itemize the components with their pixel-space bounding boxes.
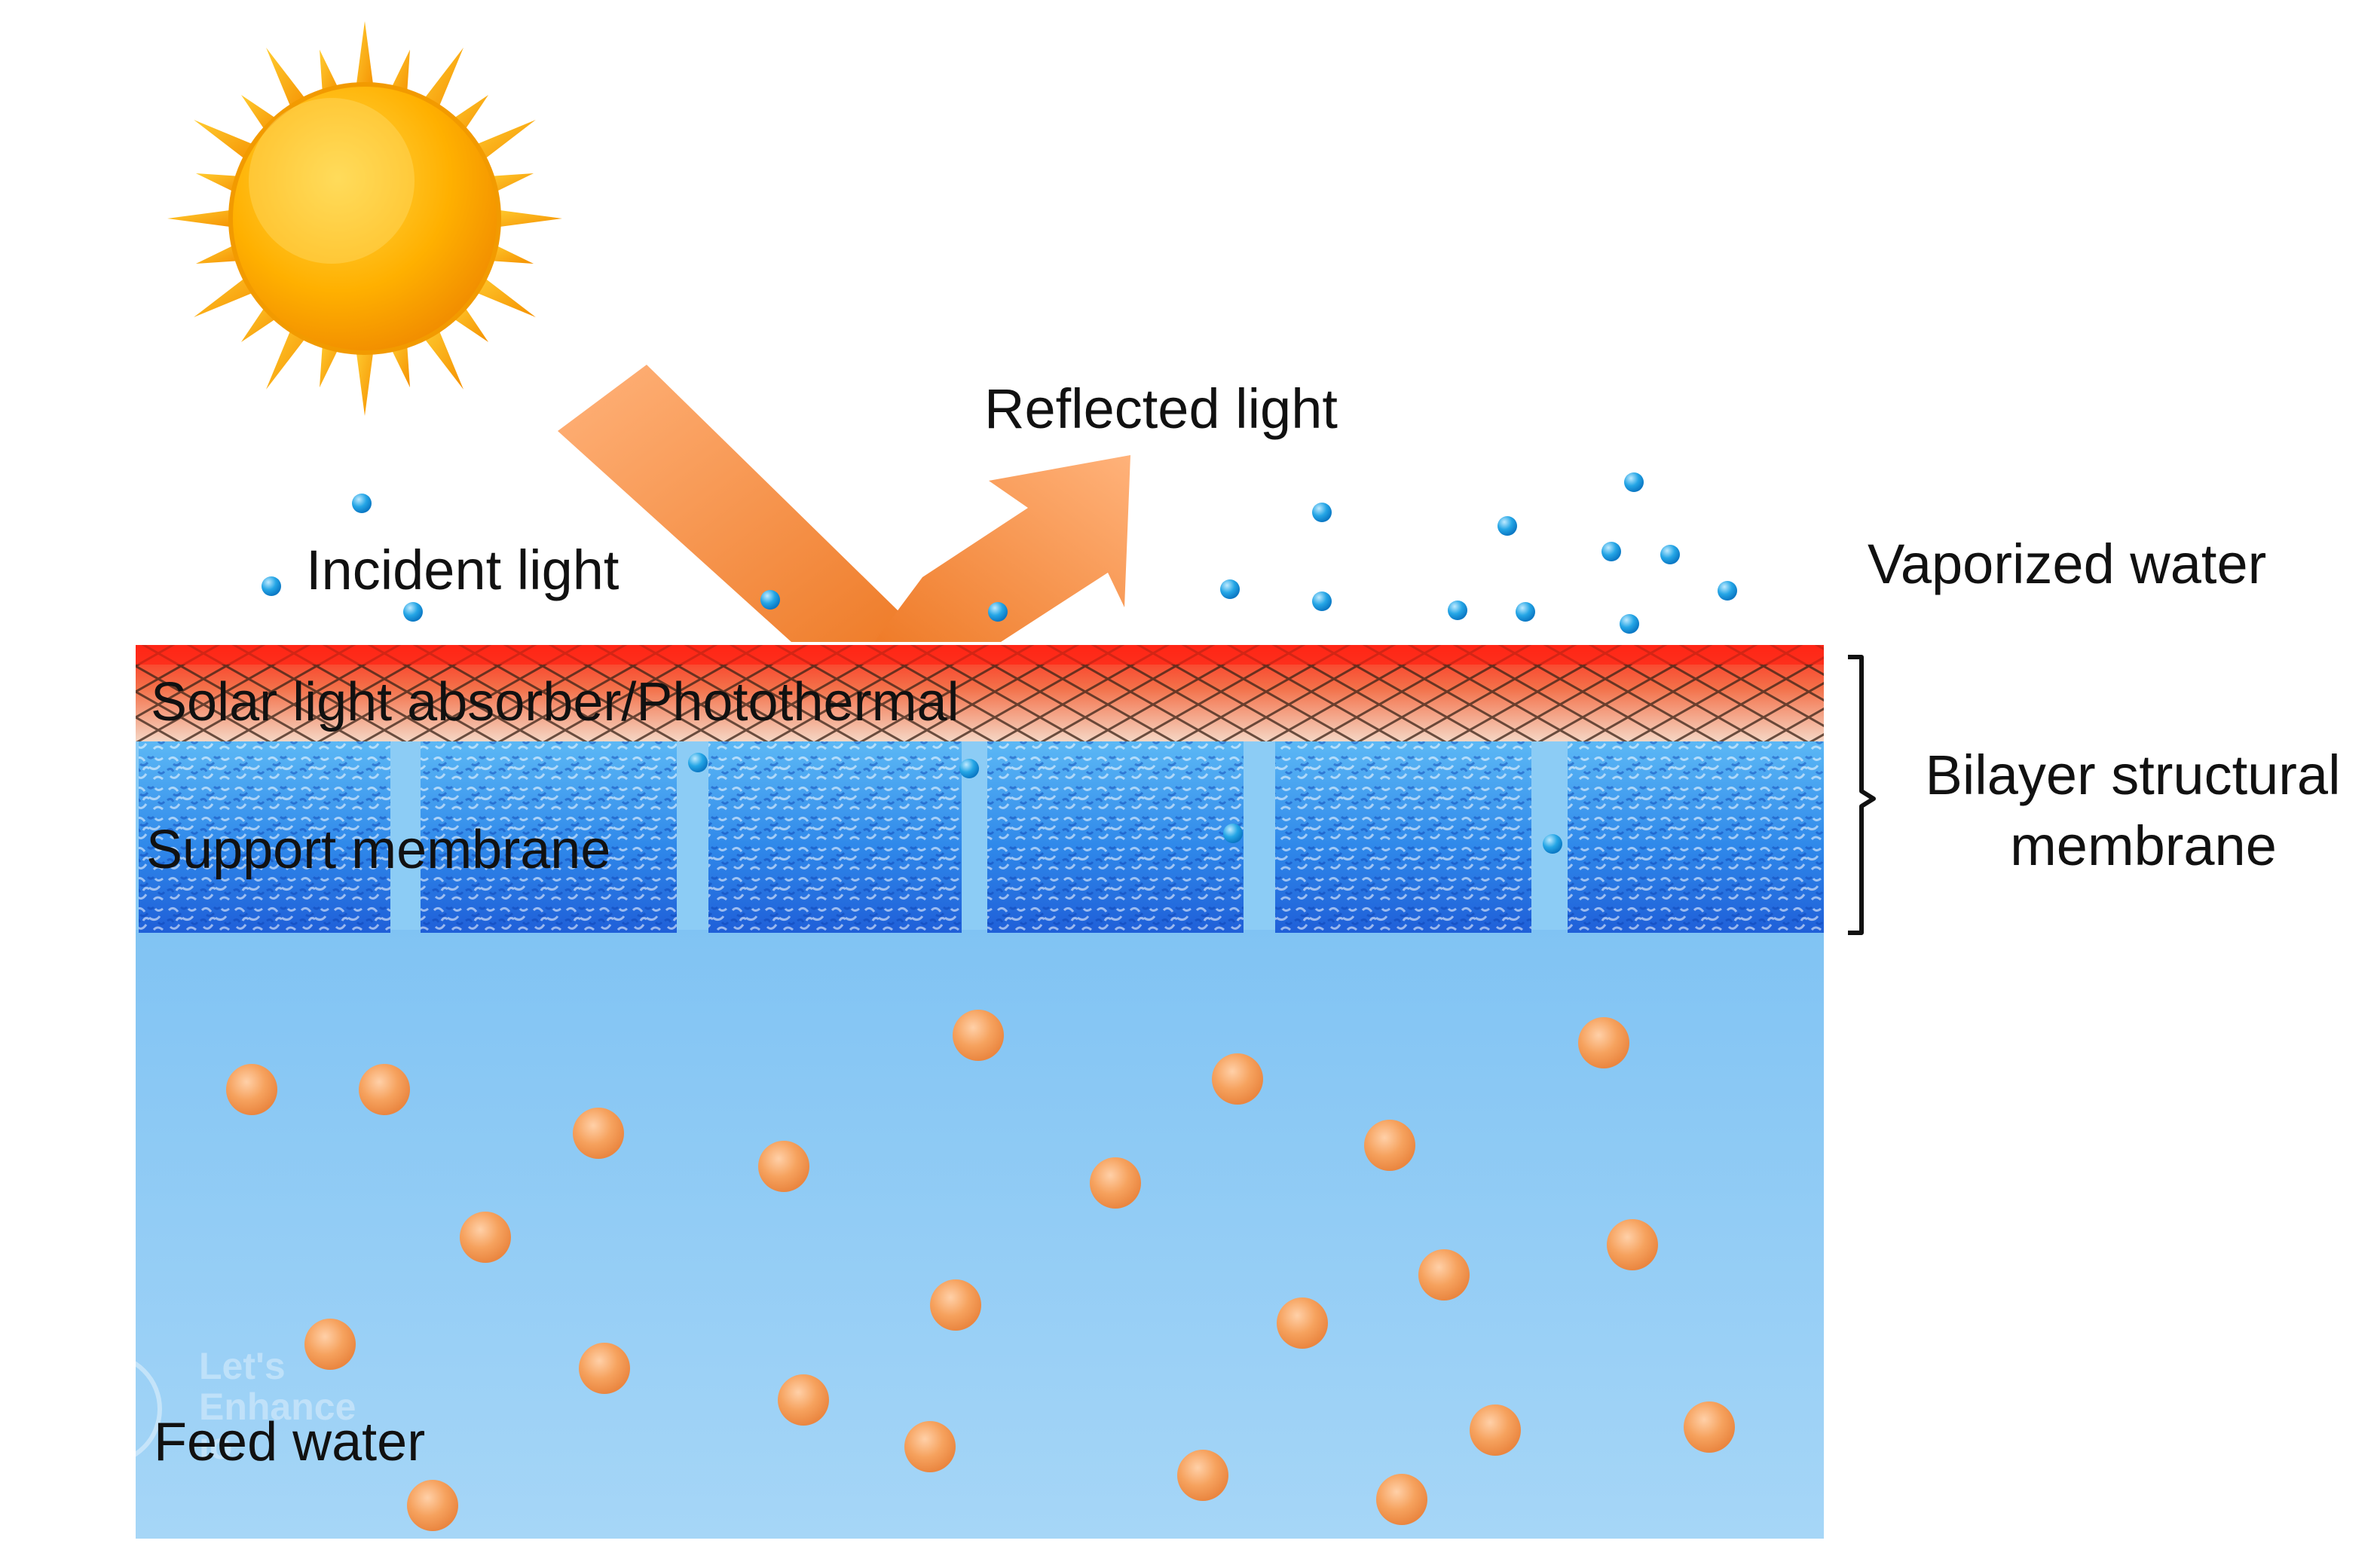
membrane-fiber-texture — [1568, 741, 1824, 933]
membrane-fiber-texture — [708, 741, 962, 933]
water-droplet-icon — [1601, 542, 1621, 561]
salt-particle-icon — [1277, 1297, 1328, 1349]
water-droplet-icon — [352, 494, 372, 513]
sun-ray — [470, 274, 536, 317]
incident-light-label: Incident light — [306, 539, 619, 601]
svg-text:Enhance: Enhance — [199, 1386, 356, 1428]
sun-ray — [266, 47, 309, 113]
membrane-fiber-texture — [987, 741, 1244, 933]
sun-icon — [167, 21, 562, 416]
salt-particles — [226, 1010, 1735, 1531]
water-droplet-icon — [1543, 834, 1562, 854]
salt-particle-icon — [460, 1212, 511, 1263]
water-droplet-icon — [1220, 579, 1240, 599]
salt-particle-icon — [1364, 1120, 1415, 1171]
svg-text:io: io — [199, 1425, 232, 1467]
water-droplet-icon — [1624, 472, 1644, 492]
water-droplet-icon — [403, 602, 423, 622]
sun-ray — [194, 120, 259, 163]
water-droplet-icon — [1223, 824, 1243, 843]
svg-text:Let's: Let's — [199, 1345, 286, 1387]
water-droplet-icon — [1448, 601, 1467, 620]
sun-ray — [355, 21, 375, 91]
salt-particle-icon — [304, 1319, 356, 1370]
vapor-droplets — [262, 472, 1737, 854]
bracket-icon — [1848, 655, 1876, 935]
salt-particle-icon — [1177, 1450, 1228, 1501]
water-droplet-icon — [1620, 614, 1639, 634]
salt-particle-icon — [1418, 1249, 1470, 1301]
salt-particle-icon — [226, 1064, 277, 1115]
water-droplet-icon — [1312, 591, 1332, 611]
sun-ray — [492, 209, 562, 228]
membrane-fiber-texture — [139, 741, 390, 933]
absorber-layer-label: Solar light absorber/Photothermal — [151, 672, 959, 732]
salt-particle-icon — [579, 1343, 630, 1394]
water-droplet-icon — [1497, 516, 1517, 536]
salt-particle-icon — [1607, 1219, 1658, 1270]
incident-light-arrow — [558, 365, 930, 642]
sun-ray — [421, 324, 463, 390]
vaporized-water-label: Vaporized water — [1868, 533, 2266, 595]
salt-particle-icon — [1470, 1404, 1521, 1456]
bilayer-membrane-label-line1: Bilayer structural — [1925, 744, 2340, 806]
membrane-fiber-texture — [421, 741, 677, 933]
salt-particle-icon — [930, 1279, 981, 1331]
salt-particle-icon — [778, 1374, 829, 1426]
sun-ray — [470, 120, 536, 163]
salt-particle-icon — [1578, 1017, 1629, 1068]
water-droplet-icon — [688, 753, 708, 772]
water-droplet-icon — [262, 576, 281, 596]
water-droplet-icon — [959, 759, 979, 778]
salt-particle-icon — [1212, 1053, 1263, 1105]
salt-particle-icon — [758, 1141, 809, 1192]
salt-particle-icon — [1684, 1401, 1735, 1453]
sun-ray — [167, 209, 237, 228]
bilayer-membrane-label-line2: membrane — [2010, 815, 2277, 877]
water-droplet-icon — [760, 590, 780, 610]
feed-water-label: Feed water — [154, 1412, 425, 1472]
water-droplet-icon — [988, 602, 1008, 622]
sun-ray — [421, 47, 463, 113]
salt-particle-icon — [359, 1064, 410, 1115]
water-droplet-icon — [1718, 581, 1737, 601]
support-membrane-label: Support membrane — [146, 820, 610, 880]
salt-particle-icon — [407, 1480, 458, 1531]
salt-particle-icon — [1376, 1474, 1427, 1525]
salt-particle-icon — [1090, 1157, 1141, 1209]
salt-particle-icon — [953, 1010, 1004, 1061]
water-droplet-icon — [1516, 602, 1535, 622]
sun-ray — [355, 346, 375, 416]
support-membrane — [136, 741, 1824, 933]
sun-ray — [266, 324, 309, 390]
salt-particle-icon — [573, 1108, 624, 1159]
watermark: Let's Enhance io — [49, 1345, 356, 1467]
reflected-light-arrow — [874, 455, 1130, 642]
salt-particle-icon — [904, 1421, 956, 1472]
water-droplet-icon — [1660, 545, 1680, 564]
absorber-layer — [136, 645, 1824, 741]
reflected-light-label: Reflected light — [984, 377, 1338, 440]
membrane-fiber-texture — [1275, 741, 1531, 933]
sun-ray — [194, 274, 259, 317]
water-droplet-icon — [1312, 503, 1332, 522]
